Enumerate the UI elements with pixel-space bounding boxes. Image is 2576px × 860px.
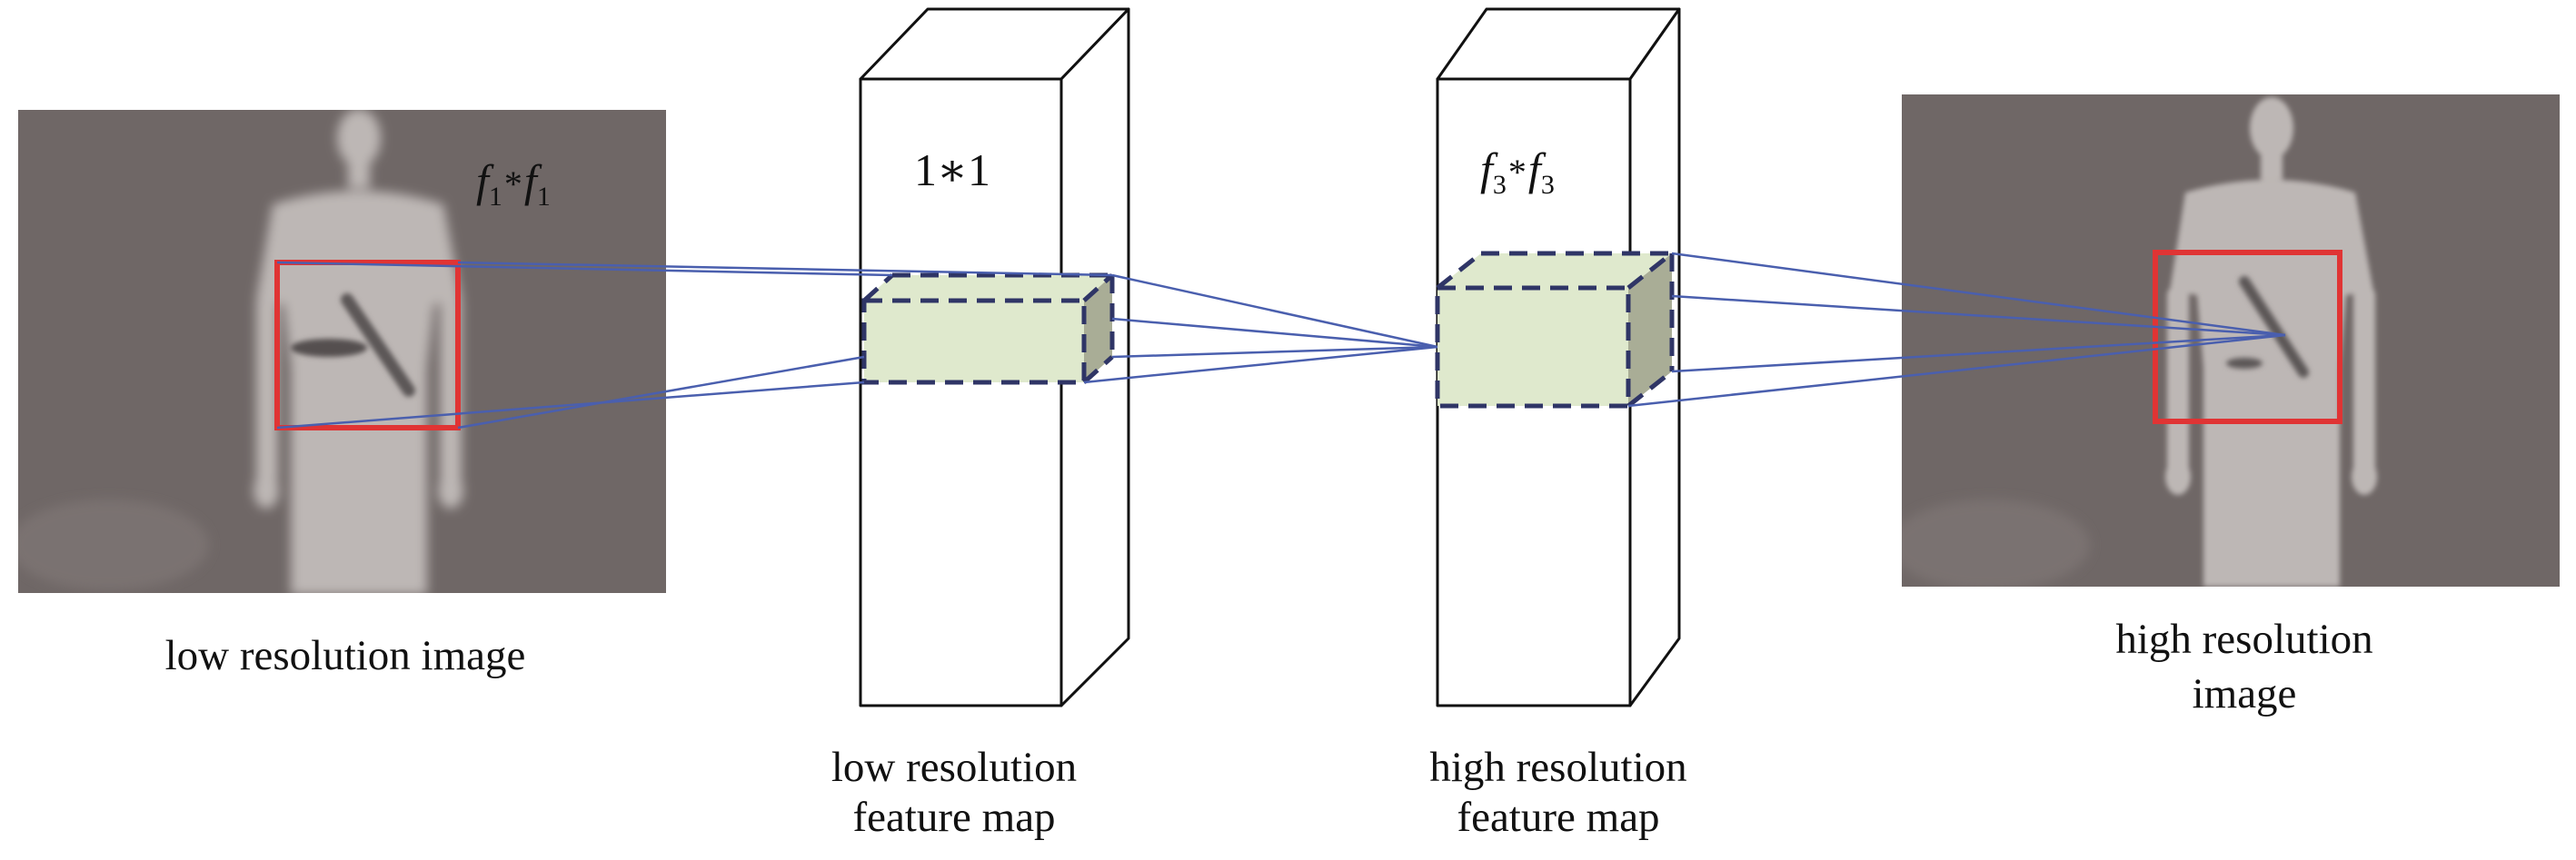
kernel-label-f3: f3*f3 (1480, 143, 1555, 201)
projection-line (1671, 294, 2286, 337)
hidden-object-low (291, 293, 415, 397)
kernel-sub: 3 (1540, 170, 1555, 200)
low-resolution-image (18, 110, 666, 593)
projection-line (1627, 333, 2286, 408)
kernel-sub: 1 (488, 182, 502, 212)
projection-lines (276, 252, 2286, 430)
person-figure-low (254, 110, 463, 593)
projection-line (1111, 345, 1438, 359)
low-res-feature-map-block (859, 7, 1130, 707)
kernel-label-f1: f1*f1 (476, 154, 551, 213)
high-res-highlight-box (2153, 250, 2342, 424)
kernel-var: f (1480, 143, 1493, 194)
kernel-sub: 1 (536, 182, 551, 212)
kernel-label-1x1: 1∗1 (914, 143, 990, 196)
low-res-feature-map-label-line1: low resolution (830, 744, 1078, 791)
low-res-highlight-box (274, 260, 461, 430)
high-res-feature-map-label-line2: feature map (1457, 794, 1660, 841)
projection-line (276, 381, 865, 430)
kernel-text: 1∗1 (914, 144, 990, 195)
kernel-var: f (523, 155, 537, 206)
high-res-image-label-line2: image (2192, 670, 2297, 717)
person-figure-high (2165, 97, 2377, 587)
high-res-patch-cuboid (1435, 251, 1675, 409)
projection-line (457, 355, 865, 430)
hidden-object-high (2226, 276, 2309, 378)
projection-line (1111, 273, 1438, 349)
projection-line (276, 261, 893, 277)
kernel-var: f (1527, 143, 1541, 194)
kernel-op: * (1507, 152, 1527, 193)
kernel-op: * (503, 163, 522, 204)
projection-line (1111, 317, 1438, 349)
high-res-feature-map-label-line1: high resolution (1429, 744, 1687, 791)
projection-line (1671, 252, 2286, 337)
low-res-patch-cuboid (861, 272, 1115, 385)
kernel-sub: 3 (1492, 170, 1507, 200)
high-res-image-label-line1: high resolution (2115, 616, 2373, 663)
kernel-var: f (476, 155, 489, 206)
low-res-feature-map-label-line2: feature map (852, 794, 1056, 841)
low-res-image-label: low resolution image (164, 632, 526, 679)
projection-line (1671, 333, 2286, 373)
projection-line (457, 261, 1113, 277)
projection-line (1083, 345, 1438, 384)
